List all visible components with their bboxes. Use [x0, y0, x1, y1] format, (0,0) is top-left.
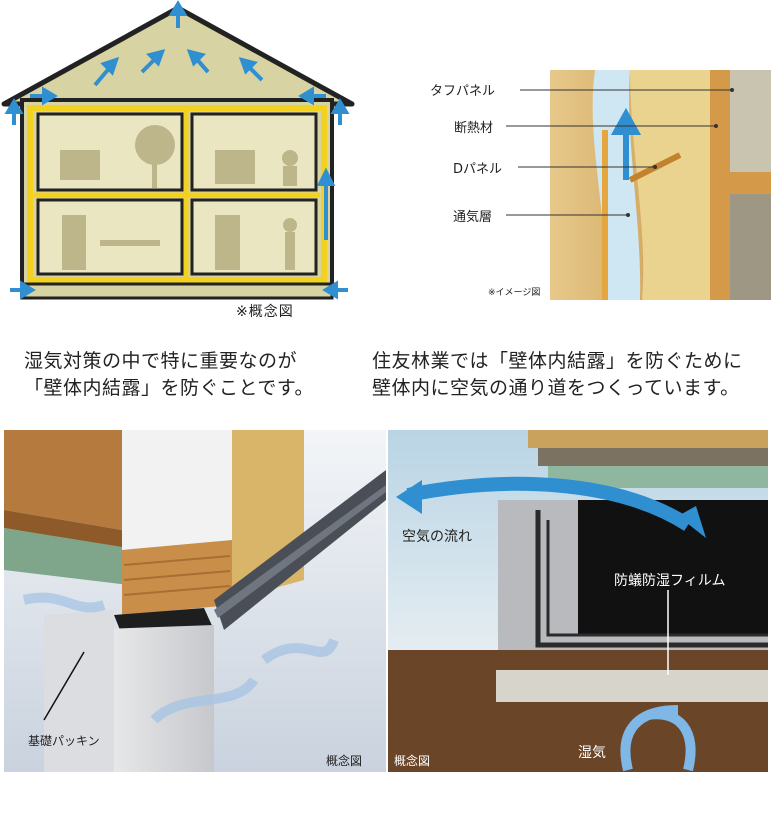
wall-illustration	[506, 70, 771, 300]
film-note: 概念図	[394, 754, 431, 768]
film-barrier-label: 防蟻防湿フィルム	[614, 573, 726, 589]
airflow-arrows	[4, 0, 350, 300]
caption-right: 住友林業では「壁体内結露」を防ぐために 壁体内に空気の通り道をつくっています。	[372, 348, 743, 402]
wall-diagram: タフパネル 断熱材 Dパネル 通気層 ※イメージ図	[380, 60, 771, 305]
foundation-packing-label: 基礎パッキン	[28, 734, 100, 748]
foundation-note: 概念図	[326, 754, 363, 768]
caption-left-line-1: 湿気対策の中で特に重要なのが	[24, 350, 298, 372]
film-airflow-label: 空気の流れ	[402, 529, 472, 545]
wall-label-d-panel: Dパネル	[453, 162, 503, 177]
wall-label-tough-panel: タフパネル	[430, 84, 496, 99]
wall-label-air-layer: 通気層	[453, 210, 493, 225]
caption-right-line-1: 住友林業では「壁体内結露」を防ぐために	[372, 350, 743, 372]
film-diagram: 空気の流れ 防蟻防湿フィルム 湿気 概念図	[388, 430, 768, 772]
house-diagram-note: ※概念図	[236, 304, 294, 320]
house-illustration	[1, 0, 355, 300]
foundation-diagram: 基礎パッキン 概念図	[4, 430, 386, 772]
caption-left-line-2: 「壁体内結露」を防ぐことです。	[24, 377, 315, 399]
film-illustration	[388, 430, 768, 772]
caption-left: 湿気対策の中で特に重要なのが 「壁体内結露」を防ぐことです。	[24, 348, 314, 402]
wall-image-note: ※イメージ図	[488, 288, 541, 298]
foundation-illustration	[4, 430, 386, 772]
house-diagram: ※概念図	[0, 0, 360, 320]
caption-right-line-2: 壁体内に空気の通り道をつくっています。	[372, 377, 740, 399]
film-moisture-label: 湿気	[578, 745, 606, 761]
wall-label-insulation: 断熱材	[454, 121, 494, 136]
